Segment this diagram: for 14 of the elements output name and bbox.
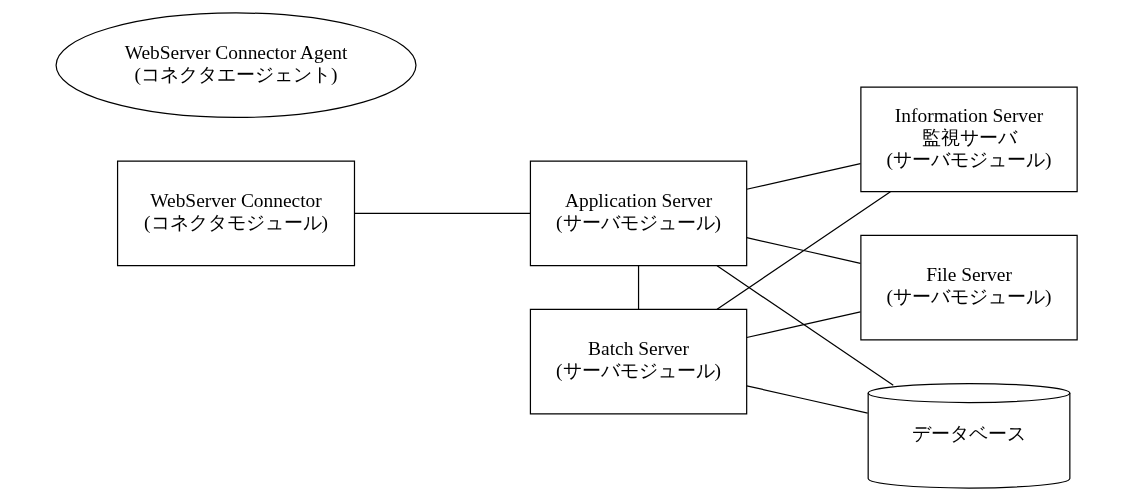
connector bbox=[746, 385, 869, 414]
node-ellipse: WebServer Connector Agent (コネクタエージェント) bbox=[55, 12, 417, 119]
connector bbox=[716, 265, 894, 386]
connector bbox=[637, 265, 640, 310]
connector bbox=[716, 191, 892, 310]
node-box: File Server (サーバモジュール) bbox=[860, 234, 1078, 341]
connector bbox=[746, 237, 862, 264]
node-box: Application Server (サーバモジュール) bbox=[529, 160, 748, 267]
connector bbox=[746, 163, 862, 190]
node-box: Information Server 監視サーバ (サーバモジュール) bbox=[860, 86, 1078, 193]
node-box: Batch Server (サーバモジュール) bbox=[529, 308, 748, 415]
node-box: WebServer Connector (コネクタモジュール) bbox=[116, 160, 356, 267]
connector bbox=[354, 212, 531, 215]
connector bbox=[746, 311, 862, 339]
